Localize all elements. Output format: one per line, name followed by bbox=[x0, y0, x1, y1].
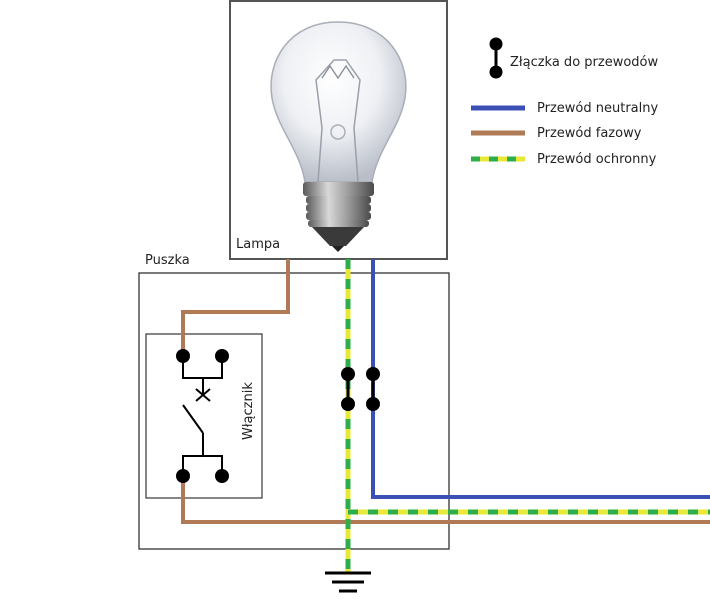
neutral-wire bbox=[371, 259, 710, 499]
legend-label-neutral: Przewód neutralny bbox=[537, 101, 658, 116]
phase-wire bbox=[181, 259, 290, 355]
ground-icon bbox=[325, 571, 371, 593]
legend-label-protective: Przewód ochronny bbox=[537, 152, 657, 167]
wire-connector-neutral bbox=[366, 367, 380, 411]
light-bulb-icon bbox=[270, 21, 407, 252]
wire-connector-protective bbox=[341, 367, 355, 411]
lamp-label: Lampa bbox=[236, 237, 280, 252]
junction-box-label: Puszka bbox=[145, 253, 190, 268]
legend-label-phase: Przewód fazowy bbox=[537, 126, 642, 141]
switch-box bbox=[145, 333, 263, 499]
junction-box bbox=[138, 272, 450, 550]
switch-label: Włącznik bbox=[241, 382, 256, 440]
legend: Złączka do przewodów Przewód neutralny P… bbox=[471, 37, 658, 167]
switch-symbol bbox=[176, 349, 229, 483]
legend-connector-label: Złączka do przewodów bbox=[510, 55, 658, 70]
connector-icon bbox=[489, 37, 503, 79]
phase-wire-outgoing bbox=[181, 475, 710, 524]
protective-wire bbox=[345, 259, 710, 573]
